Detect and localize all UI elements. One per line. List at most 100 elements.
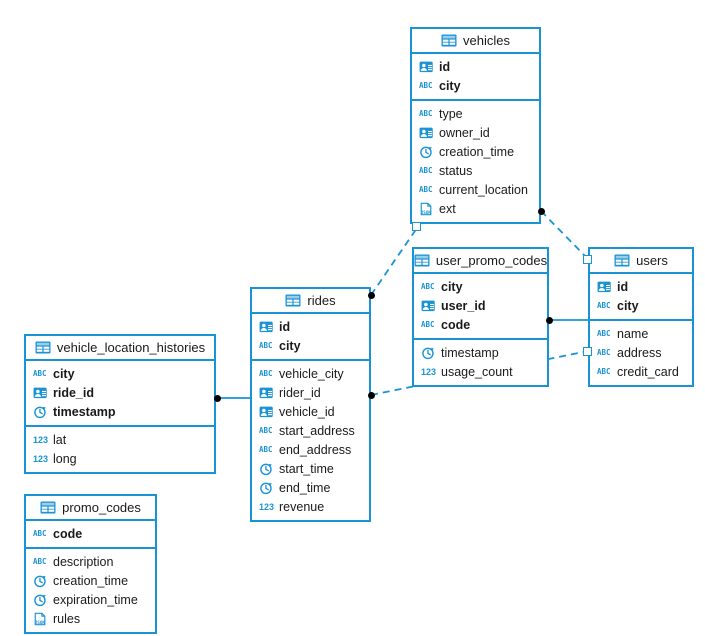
column-name: lat xyxy=(53,432,67,447)
column-row[interactable]: rider_id xyxy=(252,383,369,402)
column-name: timestamp xyxy=(441,345,499,360)
column-name: code xyxy=(441,317,471,332)
column-row[interactable]: ABC city xyxy=(590,296,692,315)
column-name: credit_card xyxy=(617,364,679,379)
column-name: description xyxy=(53,554,114,569)
table-title: vehicles xyxy=(463,33,510,48)
column-row[interactable]: owner_id xyxy=(412,123,539,142)
column-name: timestamp xyxy=(53,404,116,419)
table-icon xyxy=(40,501,56,515)
jsonb-type-icon: JSON xyxy=(419,202,434,216)
table-header-user_promo_codes[interactable]: user_promo_codes xyxy=(414,249,547,274)
column-row[interactable]: creation_time xyxy=(412,142,539,161)
column-name: name xyxy=(617,326,649,341)
column-row[interactable]: start_time xyxy=(252,459,369,478)
column-name: expiration_time xyxy=(53,592,138,607)
column-row[interactable]: user_id xyxy=(414,296,547,315)
timestamp-type-icon xyxy=(33,405,48,419)
column-name: city xyxy=(441,279,463,294)
column-row[interactable]: expiration_time xyxy=(26,590,155,609)
column-row[interactable]: ABC name xyxy=(590,324,692,343)
connector-endpoint-square xyxy=(583,255,592,264)
column-name: usage_count xyxy=(441,364,513,379)
timestamp-type-icon xyxy=(421,346,436,360)
column-name: long xyxy=(53,451,77,466)
string-type-icon: ABC xyxy=(419,108,433,118)
uuid-type-icon xyxy=(419,60,434,74)
string-type-icon: ABC xyxy=(597,347,611,357)
numeric-type-icon: 123 xyxy=(33,434,49,445)
column-row[interactable]: 123 lat xyxy=(26,430,214,449)
table-header-promo_codes[interactable]: promo_codes xyxy=(26,496,155,521)
column-row[interactable]: creation_time xyxy=(26,571,155,590)
column-row[interactable]: timestamp xyxy=(414,343,547,362)
table-icon xyxy=(285,294,301,308)
column-name: revenue xyxy=(279,499,325,514)
column-name: city xyxy=(617,298,639,313)
column-row[interactable]: vehicle_id xyxy=(252,402,369,421)
string-type-icon: ABC xyxy=(33,528,47,538)
table-icon xyxy=(441,34,457,48)
column-row[interactable]: id xyxy=(252,317,369,336)
table-header-rides[interactable]: rides xyxy=(252,289,369,314)
table-title: promo_codes xyxy=(62,500,141,515)
string-type-icon: ABC xyxy=(597,300,611,310)
uuid-type-icon xyxy=(259,386,274,400)
table-header-users[interactable]: users xyxy=(590,249,692,274)
column-name: id xyxy=(617,279,629,294)
svg-text:JSON: JSON xyxy=(35,619,46,625)
svg-text:JSON: JSON xyxy=(421,209,432,215)
column-name: status xyxy=(439,163,473,178)
column-row[interactable]: ride_id xyxy=(26,383,214,402)
column-row[interactable]: id xyxy=(412,57,539,76)
table-header-vehicles[interactable]: vehicles xyxy=(412,29,539,54)
column-name: city xyxy=(53,366,75,381)
string-type-icon: ABC xyxy=(597,328,611,338)
column-name: id xyxy=(279,319,291,334)
column-name: vehicle_city xyxy=(279,366,344,381)
column-row[interactable]: timestamp xyxy=(26,402,214,421)
string-type-icon: ABC xyxy=(259,444,273,454)
column-name: start_address xyxy=(279,423,355,438)
column-name: rules xyxy=(53,611,81,626)
column-row[interactable]: id xyxy=(590,277,692,296)
timestamp-type-icon xyxy=(419,145,434,159)
column-row[interactable]: JSON rules xyxy=(26,609,155,628)
table-title: user_promo_codes xyxy=(435,253,548,268)
column-row[interactable]: ABC type xyxy=(412,104,539,123)
table-header-vehicle_location_histories[interactable]: vehicle_location_histories xyxy=(26,336,214,361)
column-name: user_id xyxy=(441,298,486,313)
uuid-type-icon xyxy=(421,299,436,313)
column-name: type xyxy=(439,106,463,121)
column-name: owner_id xyxy=(439,125,490,140)
column-row[interactable]: end_time xyxy=(252,478,369,497)
